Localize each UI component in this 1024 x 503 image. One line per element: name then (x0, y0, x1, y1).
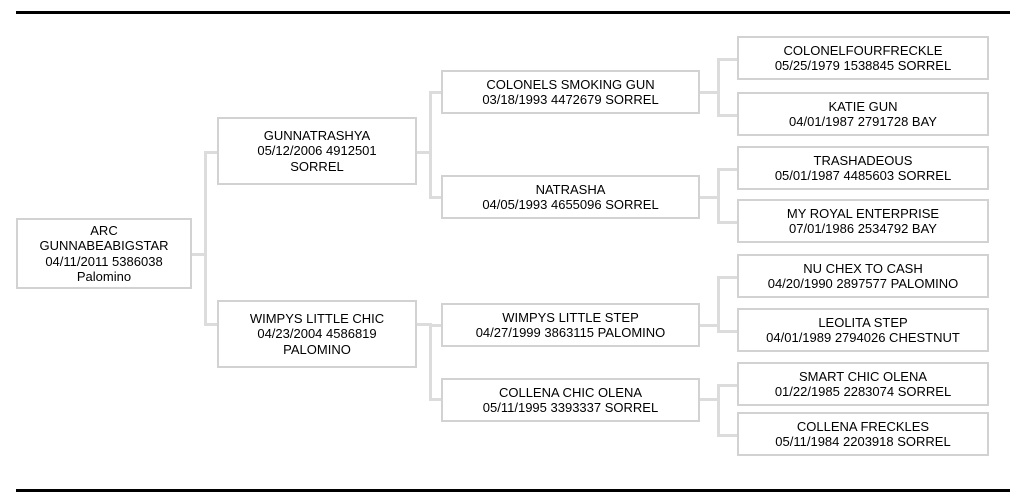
node-sire-dam-name: NATRASHA (535, 181, 606, 197)
node-gen4-2-detail: 04/01/1987 2791728 BAY (789, 114, 937, 129)
node-dam-name: WIMPYS LITTLE CHIC (249, 311, 385, 326)
node-gen4-1-name: COLONELFOURFRECKLE (783, 42, 943, 58)
bottom-divider-rule (16, 489, 1010, 492)
top-divider-rule (16, 11, 1010, 14)
node-gen4-7-detail: 01/22/1985 2283074 SORREL (774, 384, 952, 399)
node-gen4-7[interactable]: SMART CHIC OLENA 01/22/1985 2283074 SORR… (737, 362, 989, 406)
node-gen4-2[interactable]: KATIE GUN 04/01/1987 2791728 BAY (737, 92, 989, 136)
node-sire-sire[interactable]: COLONELS SMOKING GUN 03/18/1993 4472679 … (441, 70, 700, 114)
node-sire-name: GUNNATRASHYA (263, 128, 371, 143)
node-subject-name-line2: GUNNABEABIGSTAR (39, 238, 169, 254)
node-gen4-1[interactable]: COLONELFOURFRECKLE 05/25/1979 1538845 SO… (737, 36, 989, 80)
node-sire[interactable]: GUNNATRASHYA 05/12/2006 4912501 SORREL (217, 117, 417, 185)
node-gen4-5-detail: 04/20/1990 2897577 PALOMINO (767, 276, 959, 291)
node-dam-dam-name: COLLENA CHIC OLENA (498, 384, 643, 400)
node-dam-color: PALOMINO (283, 341, 351, 357)
node-gen4-6-detail: 04/01/1989 2794026 CHESTNUT (766, 330, 960, 345)
node-gen4-4-name: MY ROYAL ENTERPRISE (786, 205, 940, 221)
node-sire-dam-detail: 04/05/1993 4655096 SORREL (482, 197, 659, 212)
node-subject[interactable]: ARC GUNNABEABIGSTAR 04/11/2011 5386038 P… (16, 218, 192, 289)
node-gen4-3-name: TRASHADEOUS (813, 152, 913, 168)
node-gen4-4-detail: 07/01/1986 2534792 BAY (789, 221, 937, 236)
node-dam-detail: 04/23/2004 4586819 (257, 326, 377, 342)
node-sire-dam[interactable]: NATRASHA 04/05/1993 4655096 SORREL (441, 175, 700, 219)
node-dam-sire[interactable]: WIMPYS LITTLE STEP 04/27/1999 3863115 PA… (441, 303, 700, 347)
node-dam[interactable]: WIMPYS LITTLE CHIC 04/23/2004 4586819 PA… (217, 300, 417, 368)
node-gen4-7-name: SMART CHIC OLENA (798, 368, 928, 384)
node-gen4-6[interactable]: LEOLITA STEP 04/01/1989 2794026 CHESTNUT (737, 308, 989, 352)
node-subject-detail: 04/11/2011 5386038 (45, 253, 163, 269)
node-gen4-3-detail: 05/01/1987 4485603 SORREL (774, 168, 952, 183)
node-sire-sire-detail: 03/18/1993 4472679 SORREL (482, 92, 659, 107)
node-gen4-1-detail: 05/25/1979 1538845 SORREL (774, 58, 952, 73)
node-sire-color: SORREL (290, 158, 344, 174)
node-gen4-6-name: LEOLITA STEP (818, 314, 908, 330)
node-dam-sire-name: WIMPYS LITTLE STEP (502, 309, 639, 325)
node-gen4-8-name: COLLENA FRECKLES (796, 418, 930, 434)
node-gen4-5[interactable]: NU CHEX TO CASH 04/20/1990 2897577 PALOM… (737, 254, 989, 298)
node-dam-dam[interactable]: COLLENA CHIC OLENA 05/11/1995 3393337 SO… (441, 378, 700, 422)
node-dam-sire-detail: 04/27/1999 3863115 PALOMINO (475, 325, 666, 340)
node-gen4-4[interactable]: MY ROYAL ENTERPRISE 07/01/1986 2534792 B… (737, 199, 989, 243)
node-gen4-8[interactable]: COLLENA FRECKLES 05/11/1984 2203918 SORR… (737, 412, 989, 456)
node-gen4-8-detail: 05/11/1984 2203918 SORREL (775, 434, 951, 449)
node-subject-color: Palomino (76, 268, 132, 284)
node-subject-name-line1: ARC (90, 222, 118, 238)
node-gen4-5-name: NU CHEX TO CASH (803, 260, 923, 276)
node-dam-dam-detail: 05/11/1995 3393337 SORREL (482, 400, 659, 415)
node-sire-detail: 05/12/2006 4912501 (257, 143, 377, 159)
node-gen4-3[interactable]: TRASHADEOUS 05/01/1987 4485603 SORREL (737, 146, 989, 190)
node-gen4-2-name: KATIE GUN (828, 98, 898, 114)
node-sire-sire-name: COLONELS SMOKING GUN (486, 76, 655, 92)
